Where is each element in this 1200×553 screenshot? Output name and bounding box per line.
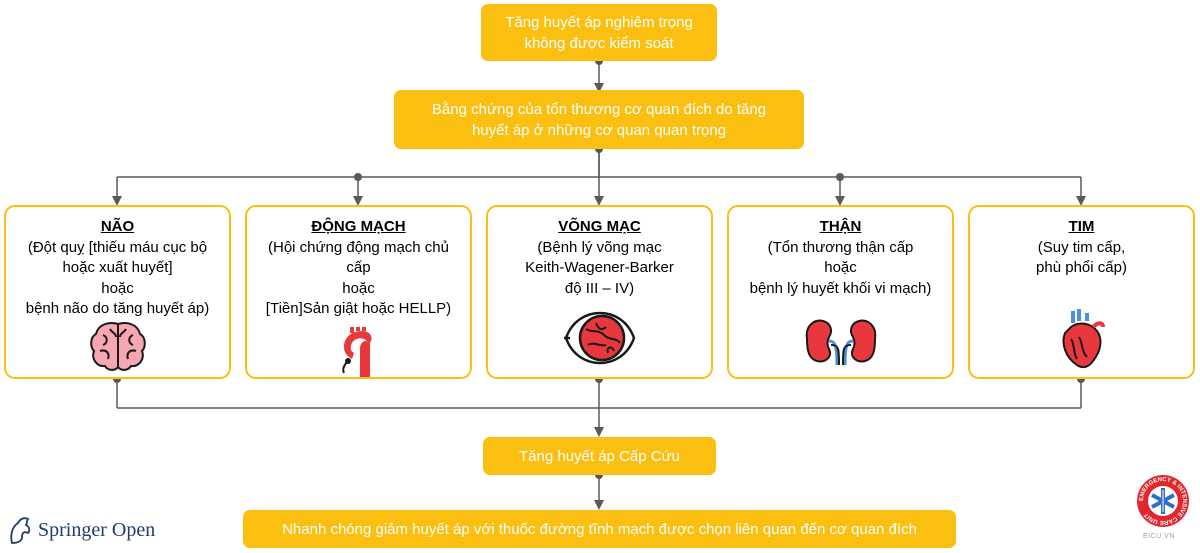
logo-springer: Springer [38, 518, 107, 541]
evidence-box: Bằng chứng của tổn thương cơ quan đích d… [394, 90, 804, 149]
evidence-box-line2: huyết áp ở những cơ quan quan trọng [471, 121, 727, 139]
connector-dot [354, 173, 362, 181]
organ-box-nao: NÃO (Đột quỵ [thiếu máu cục bộ hoặc xuất… [4, 205, 231, 379]
emergency-badge: EMERGENCY & INTENSIVE CARE UNIT [1137, 475, 1189, 527]
aorta-icon [341, 327, 372, 377]
top-box-line1: Tăng huyết áp nghiêm trọng [505, 13, 693, 31]
springer-horse-icon [10, 517, 31, 544]
eye-icon [563, 311, 635, 365]
action-box-label: Nhanh chóng giảm huyết áp với thuốc đườn… [282, 520, 917, 538]
organ-title: ĐỘNG MẠCH [311, 218, 406, 235]
emergency-box: Tăng huyết áp Cấp Cứu [483, 437, 716, 475]
top-box: Tăng huyết áp nghiêm trọng không được kiể… [481, 4, 717, 61]
emergency-box-label: Tăng huyết áp Cấp Cứu [519, 447, 680, 465]
connector-dot [836, 173, 844, 181]
evidence-box-line1: Bằng chứng của tổn thương cơ quan đích d… [431, 100, 767, 118]
badge-caption: EICU.VN [1143, 533, 1175, 540]
organ-desc: (Tổn thương thận cấp hoặc bệnh lý huyết … [749, 238, 932, 297]
action-box: Nhanh chóng giảm huyết áp với thuốc đườn… [243, 510, 956, 548]
logo-open: Open [111, 518, 156, 541]
organ-desc: (Hội chứng động mạch chủ cấp hoặc [Tiền]… [265, 238, 452, 318]
organ-desc: (Bệnh lý võng mạc Keith-Wagener-Barker đ… [525, 238, 674, 297]
organ-title: THẬN [819, 218, 862, 235]
heart-icon [1062, 309, 1105, 369]
organ-title: VÕNG MẠC [558, 218, 641, 235]
organ-title: NÃO [100, 218, 135, 235]
kidney-icon [805, 319, 876, 365]
brain-icon [89, 322, 146, 371]
organ-box-tim: TIM (Suy tim cấp, phù phổi cấp) [968, 205, 1195, 379]
organ-box-than: THẬN (Tổn thương thận cấp hoặc bệnh lý h… [727, 205, 954, 379]
organ-box-vong-mac: VÕNG MẠC (Bệnh lý võng mạc Keith-Wagener… [486, 205, 713, 379]
organ-title: TIM [1068, 218, 1095, 235]
top-box-line2: không được kiểm soát [524, 34, 674, 52]
organ-box-dong-mach: ĐỘNG MẠCH (Hội chứng động mạch chủ cấp h… [245, 205, 472, 379]
organ-desc: (Suy tim cấp, phù phổi cấp) [1036, 238, 1127, 277]
organ-desc: (Đột quỵ [thiếu máu cục bộ hoặc xuất huy… [25, 238, 210, 318]
